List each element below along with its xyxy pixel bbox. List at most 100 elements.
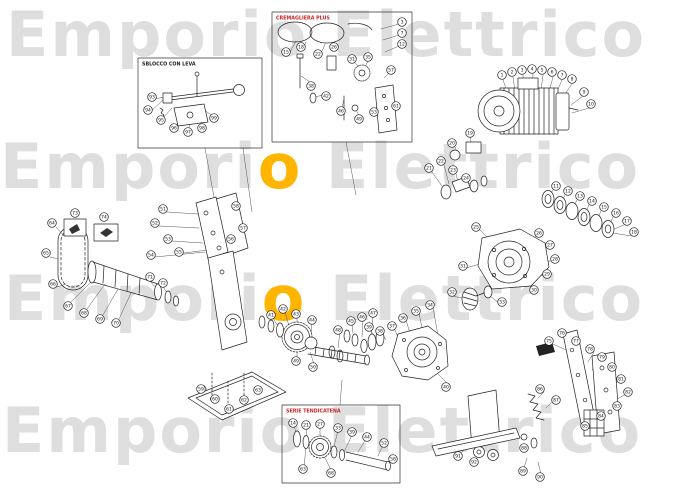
- svg-text:58: 58: [233, 204, 239, 210]
- part-callout: 32: [447, 287, 457, 297]
- part-callout: 73: [70, 208, 80, 218]
- svg-text:39: 39: [366, 325, 372, 331]
- part-callout: 81: [616, 374, 626, 384]
- part-callout: 66: [48, 279, 58, 289]
- part-callout: 84: [596, 411, 606, 421]
- svg-text:61: 61: [226, 407, 232, 413]
- part-callout: 20: [447, 138, 457, 148]
- svg-text:35: 35: [365, 55, 371, 61]
- svg-text:27: 27: [317, 422, 323, 428]
- part-callout: 77: [571, 336, 581, 346]
- svg-text:24: 24: [463, 176, 469, 182]
- part-callout: 46: [336, 106, 346, 116]
- svg-text:68: 68: [328, 471, 334, 477]
- part-callout: 25: [471, 222, 481, 232]
- svg-text:98: 98: [199, 126, 205, 132]
- electric-motor: [477, 77, 579, 135]
- part-callout: 21: [301, 420, 311, 430]
- part-callout: 7: [397, 28, 407, 38]
- svg-text:42: 42: [323, 94, 329, 100]
- part-callout: 39: [364, 322, 374, 332]
- part-callout: 49: [354, 114, 364, 124]
- part-callout: 10: [586, 99, 596, 109]
- svg-text:72: 72: [160, 281, 166, 287]
- part-callout: 62: [239, 395, 249, 405]
- svg-text:16: 16: [613, 211, 619, 217]
- part-callout: 48: [333, 325, 343, 335]
- part-callout: 51: [158, 204, 168, 214]
- part-callout: 34: [425, 300, 435, 310]
- svg-text:47: 47: [370, 311, 376, 317]
- support-bracket: [195, 192, 249, 351]
- part-callout: 5: [537, 65, 547, 75]
- svg-text:96: 96: [171, 126, 177, 132]
- part-callout: 65: [41, 248, 51, 258]
- svg-text:38: 38: [308, 84, 314, 90]
- part-callout: 98: [197, 123, 207, 133]
- hardware-kits: [63, 218, 119, 242]
- part-callout: 31: [347, 54, 357, 64]
- svg-text:33: 33: [335, 426, 341, 432]
- svg-text:55: 55: [176, 250, 182, 256]
- part-callout: 27: [545, 240, 555, 250]
- part-callout: 67: [63, 301, 73, 311]
- svg-text:65: 65: [43, 251, 49, 257]
- svg-text:41: 41: [268, 313, 274, 319]
- svg-text:63: 63: [300, 467, 306, 473]
- svg-text:42: 42: [280, 307, 286, 313]
- part-callout: 69: [95, 314, 105, 324]
- part-callout: 53: [163, 234, 173, 244]
- part-callout: 3: [517, 65, 527, 75]
- part-callout: 31: [458, 261, 468, 271]
- svg-text:14: 14: [290, 421, 296, 427]
- part-callout: 52: [379, 438, 389, 448]
- svg-text:9: 9: [583, 90, 586, 96]
- svg-text:4: 4: [531, 67, 534, 73]
- svg-text:29: 29: [544, 272, 550, 278]
- part-callout: 42: [321, 91, 331, 101]
- svg-text:75: 75: [546, 339, 552, 345]
- part-callout: 50: [308, 362, 318, 372]
- part-callout: 75: [544, 336, 554, 346]
- svg-text:73: 73: [72, 211, 78, 217]
- svg-text:69: 69: [97, 317, 103, 323]
- part-callout: 92: [469, 457, 479, 467]
- part-callout: 58: [231, 201, 241, 211]
- part-callout: 95: [156, 115, 166, 125]
- part-callout: 22: [436, 156, 446, 166]
- part-callout: 91: [453, 451, 463, 461]
- part-callout: 41: [266, 310, 276, 320]
- svg-text:82: 82: [625, 390, 631, 396]
- svg-text:44: 44: [309, 318, 315, 324]
- svg-text:71: 71: [147, 275, 153, 281]
- svg-text:63: 63: [255, 388, 261, 394]
- part-callout: 53: [369, 107, 379, 117]
- svg-text:46: 46: [359, 315, 365, 321]
- part-callout: 52: [150, 218, 160, 228]
- part-callout: 45: [346, 316, 356, 326]
- part-callout: 16: [611, 208, 621, 218]
- svg-text:43: 43: [293, 312, 299, 318]
- part-callout: 47: [368, 308, 378, 318]
- svg-text:67: 67: [65, 304, 71, 310]
- part-callout: 11: [551, 181, 561, 191]
- svg-text:40: 40: [443, 385, 449, 391]
- svg-text:94: 94: [145, 108, 151, 114]
- part-callout: 83: [612, 401, 622, 411]
- svg-text:56: 56: [228, 237, 234, 243]
- part-callout: 39: [347, 427, 357, 437]
- svg-text:46: 46: [338, 109, 344, 115]
- gearbox-housing: [477, 228, 550, 290]
- svg-text:30: 30: [531, 288, 537, 294]
- part-callout: 14: [288, 418, 298, 428]
- drive-shaft: [307, 345, 370, 366]
- part-callout: 19: [465, 128, 475, 138]
- svg-text:12: 12: [399, 42, 405, 48]
- svg-text:5: 5: [541, 68, 544, 74]
- part-callout: 30: [529, 285, 539, 295]
- watermark-text: Emporio Elettrico: [0, 130, 641, 203]
- part-callout: 2: [507, 67, 517, 77]
- part-callout: 86: [535, 384, 545, 394]
- svg-text:86: 86: [537, 387, 543, 393]
- worm-gear: [461, 285, 493, 311]
